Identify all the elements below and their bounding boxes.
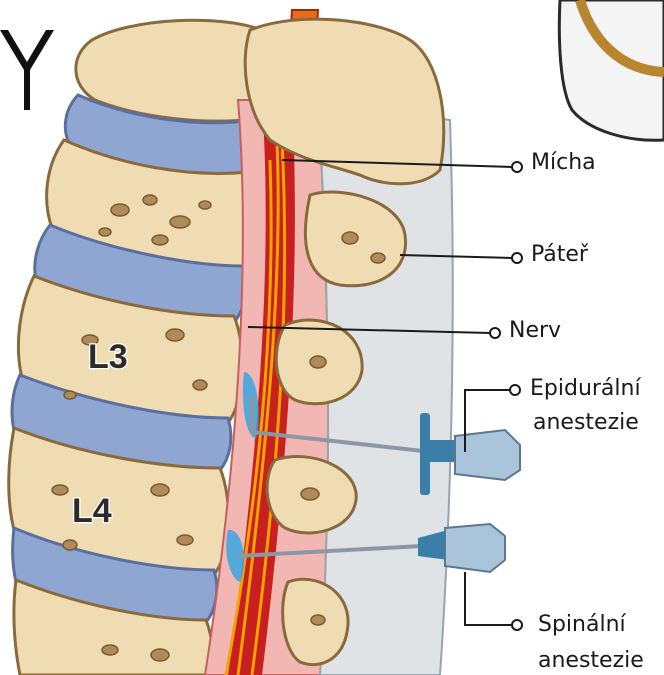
cropped-letter-glyph xyxy=(0,30,54,110)
label-epidural-line2: anestezie xyxy=(533,410,639,436)
label-spinal-cord: Mícha xyxy=(531,150,596,176)
label-epidural-line1: Epidurální xyxy=(530,376,641,402)
vertebra-label-l4: L4 xyxy=(72,492,112,530)
body-corner-illustration xyxy=(559,0,664,140)
label-spine: Páteř xyxy=(531,242,588,268)
label-spinal-line1: Spinální xyxy=(538,612,626,638)
label-nerve: Nerv xyxy=(509,318,561,344)
vertebra-label-l3: L3 xyxy=(88,338,128,376)
leader-spinal xyxy=(465,572,512,625)
label-spinal-line2: anestezie xyxy=(538,648,644,674)
